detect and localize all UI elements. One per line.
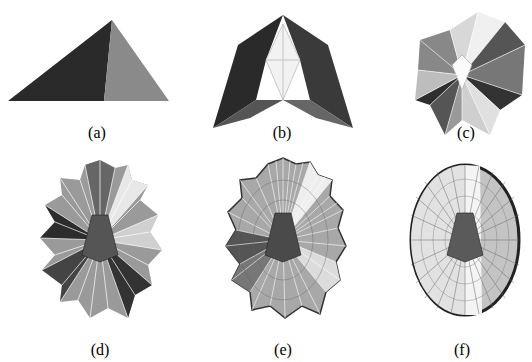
panel-label: (a) [88,125,106,141]
mesh-f [411,165,519,315]
mesh-d [40,160,162,318]
panel-label: (f) [454,342,470,358]
panel-label: (e) [274,342,292,358]
panel-label: (b) [273,125,292,141]
mesh-b [213,15,353,128]
panel-label: (c) [457,125,475,141]
mesh-e [226,158,346,318]
panel-label: (d) [91,342,110,358]
mesh-a [8,20,169,101]
mesh-c [415,12,525,135]
